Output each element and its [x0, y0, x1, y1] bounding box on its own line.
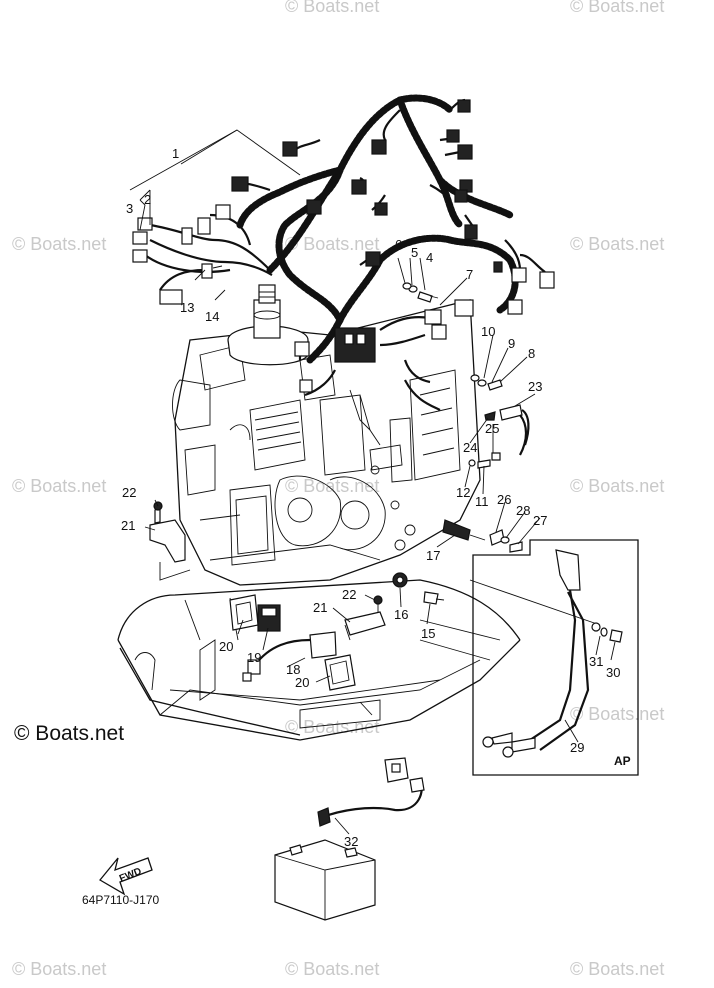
callout-16: 16: [394, 607, 408, 622]
callout-26: 26: [497, 492, 511, 507]
callout-13: 13: [180, 300, 194, 315]
watermark: © Boats.net: [570, 0, 664, 16]
flywheel-top: [227, 284, 309, 366]
watermark: © Boats.net: [285, 959, 379, 979]
callout-24: 24: [463, 440, 477, 455]
callout-29: 29: [570, 740, 584, 755]
watermark: © Boats.net: [285, 234, 379, 254]
callout-28: 28: [516, 503, 530, 518]
diagram-code: 64P7110-J170: [82, 893, 160, 907]
watermark: © Boats.net: [12, 476, 106, 496]
engine-base-cowling: [117, 579, 521, 741]
callout-3: 3: [126, 201, 133, 216]
parts-21-22-left: [149, 501, 191, 581]
callout-labels: 1 2 3 4 5 6 7 8 9 10 11 12 13 14 15 16 1…: [121, 146, 620, 849]
callout-2: 2: [144, 192, 151, 207]
parts-8-9-10: [470, 374, 503, 391]
parts-26-27-28: [489, 529, 523, 553]
fwd-label: FWD: [118, 866, 143, 885]
callout-6: 6: [395, 237, 402, 252]
callout-30: 30: [606, 665, 620, 680]
parts-18-19-20: [229, 594, 356, 691]
callout-25: 25: [485, 421, 499, 436]
watermark: © Boats.net: [285, 476, 379, 496]
watermark: © Boats.net: [570, 234, 664, 254]
callout-23: 23: [528, 379, 542, 394]
part-32-battery: [274, 757, 425, 921]
callout-18: 18: [286, 662, 300, 677]
parts-23-24-25: [468, 404, 530, 469]
watermark: © Boats.net: [12, 234, 106, 254]
callout-9: 9: [508, 336, 515, 351]
watermark: © Boats.net: [570, 476, 664, 496]
callout-21-left: 21: [121, 518, 135, 533]
ap-label: AP: [614, 754, 631, 768]
part-17-sensor: [442, 519, 486, 541]
watermark: © Boats.net: [570, 704, 664, 724]
callout-27: 27: [533, 513, 547, 528]
parts-15-16: [392, 572, 445, 605]
left-harness-section: [132, 204, 273, 305]
leader-lines: [129, 129, 616, 835]
callout-20-left: 20: [219, 639, 233, 654]
callout-7: 7: [466, 267, 473, 282]
callout-10: 10: [481, 324, 495, 339]
callout-32: 32: [344, 834, 358, 849]
parts-21-22-right: [344, 595, 386, 641]
callout-11: 11: [475, 494, 489, 509]
callout-14: 14: [205, 309, 219, 324]
callout-4: 4: [426, 250, 433, 265]
parts-4-5-6: [402, 282, 439, 303]
watermark: © Boats.net: [570, 959, 664, 979]
harness-connectors: [231, 98, 555, 315]
callout-31: 31: [589, 654, 603, 669]
watermark: © Boats.net: [285, 0, 379, 16]
watermark-main: © Boats.net: [14, 722, 124, 745]
center-connectors: [294, 299, 474, 446]
callout-17: 17: [426, 548, 440, 563]
callout-15: 15: [421, 626, 435, 641]
callout-12: 12: [456, 485, 470, 500]
fwd-arrow: FWD: [99, 857, 153, 896]
callout-8: 8: [528, 346, 535, 361]
callout-5: 5: [411, 245, 418, 260]
callout-21-right: 21: [313, 600, 327, 615]
callout-20-right: 20: [295, 675, 309, 690]
ap-inset: AP: [469, 539, 639, 776]
callout-19: 19: [247, 650, 261, 665]
watermarks: © Boats.net © Boats.net © Boats.net © Bo…: [12, 0, 664, 979]
callout-1: 1: [172, 146, 179, 161]
watermark: © Boats.net: [12, 959, 106, 979]
callout-22-right: 22: [342, 587, 356, 602]
callout-22-left: 22: [122, 485, 136, 500]
